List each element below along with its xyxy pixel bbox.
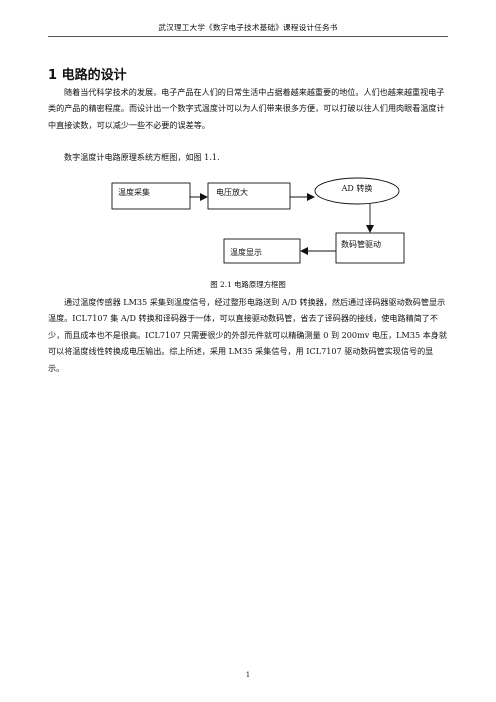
page-header: 武汉理工大学《数字电子技术基础》课程设计任务书 bbox=[48, 20, 448, 37]
paragraph-diagram-ref: 数字温度计电路原理系统方框图，如图 1.1. bbox=[64, 152, 220, 162]
block-amplifier bbox=[207, 182, 291, 210]
block-led-driver-label: 数码管驱动 bbox=[341, 239, 381, 249]
page-number: 1 bbox=[245, 671, 251, 679]
figure-caption: 图 2.1 电路原理方框图 bbox=[210, 280, 286, 289]
block-temp-display bbox=[223, 238, 301, 264]
block-led-driver bbox=[335, 232, 405, 264]
block-amplifier-label: 电压放大 bbox=[216, 187, 248, 197]
block-temp-acquire-label: 温度采集 bbox=[118, 187, 150, 197]
block-diagram: 温度采集 电压放大 AD 转换 数码管驱动 温度显示 bbox=[111, 177, 405, 264]
block-ad-convert bbox=[314, 177, 400, 205]
paragraph-explanation: 通过温度传感器 LM35 采集到温度信号，经过整形电路送到 A/D 转换器，然后… bbox=[48, 297, 447, 373]
section-title: 1 电路的设计 bbox=[48, 68, 127, 83]
block-ad-convert-label: AD 转换 bbox=[341, 183, 373, 193]
block-temp-acquire bbox=[111, 182, 191, 210]
paragraph-intro: 随着当代科学技术的发展，电子产品在人们的日常生活中占据着越来越重要的地位。人们也… bbox=[48, 87, 445, 130]
block-temp-display-label: 温度显示 bbox=[230, 247, 262, 257]
